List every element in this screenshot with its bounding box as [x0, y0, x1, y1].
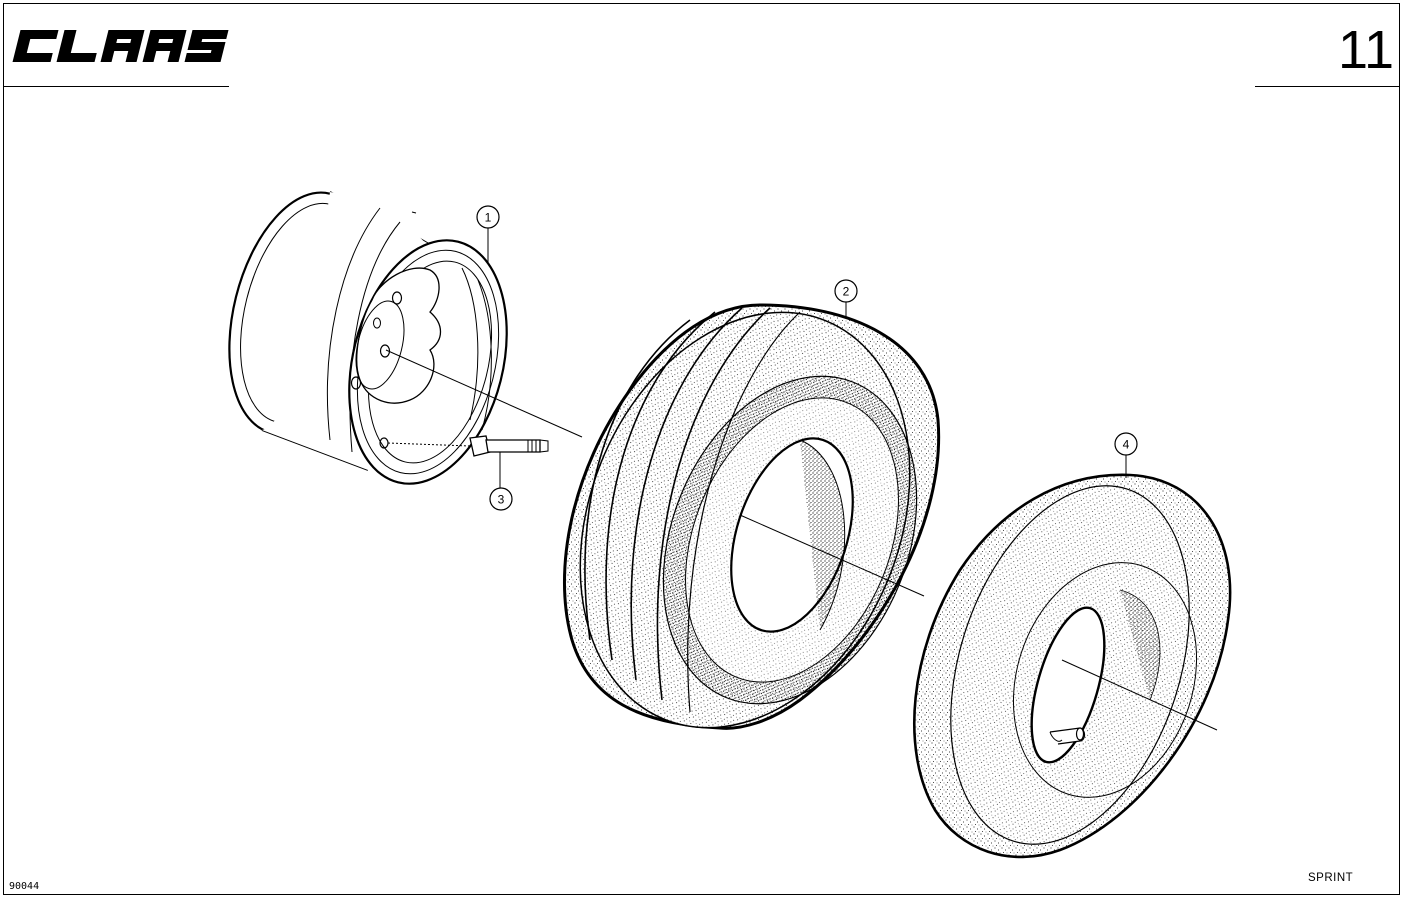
callout-4-label: 4	[1123, 438, 1130, 452]
rim-axis-line	[385, 349, 583, 438]
callout-1-label: 1	[485, 211, 492, 225]
inner-tube-icon	[913, 473, 1232, 859]
drawing-code: 90044	[9, 881, 40, 892]
tyre-icon	[563, 303, 941, 730]
tube-axis-line	[1061, 659, 1218, 731]
callout-2: 2	[834, 279, 858, 318]
callout-4: 4	[1114, 432, 1138, 478]
callout-3-label: 3	[498, 493, 505, 507]
claas-logo	[12, 30, 229, 62]
logo-underline	[3, 86, 229, 87]
tyre-axis-line	[739, 514, 925, 597]
page-frame	[3, 3, 1400, 895]
wheel-bolt-icon	[387, 435, 549, 492]
page-number-underline	[1255, 86, 1400, 87]
callout-2-label: 2	[843, 285, 850, 299]
model-label: SPRINT	[1308, 872, 1354, 884]
callout-1: 1	[476, 205, 500, 262]
callout-3: 3	[489, 487, 513, 511]
wheel-rim-icon	[228, 191, 508, 485]
page-number: 11	[1337, 20, 1394, 80]
